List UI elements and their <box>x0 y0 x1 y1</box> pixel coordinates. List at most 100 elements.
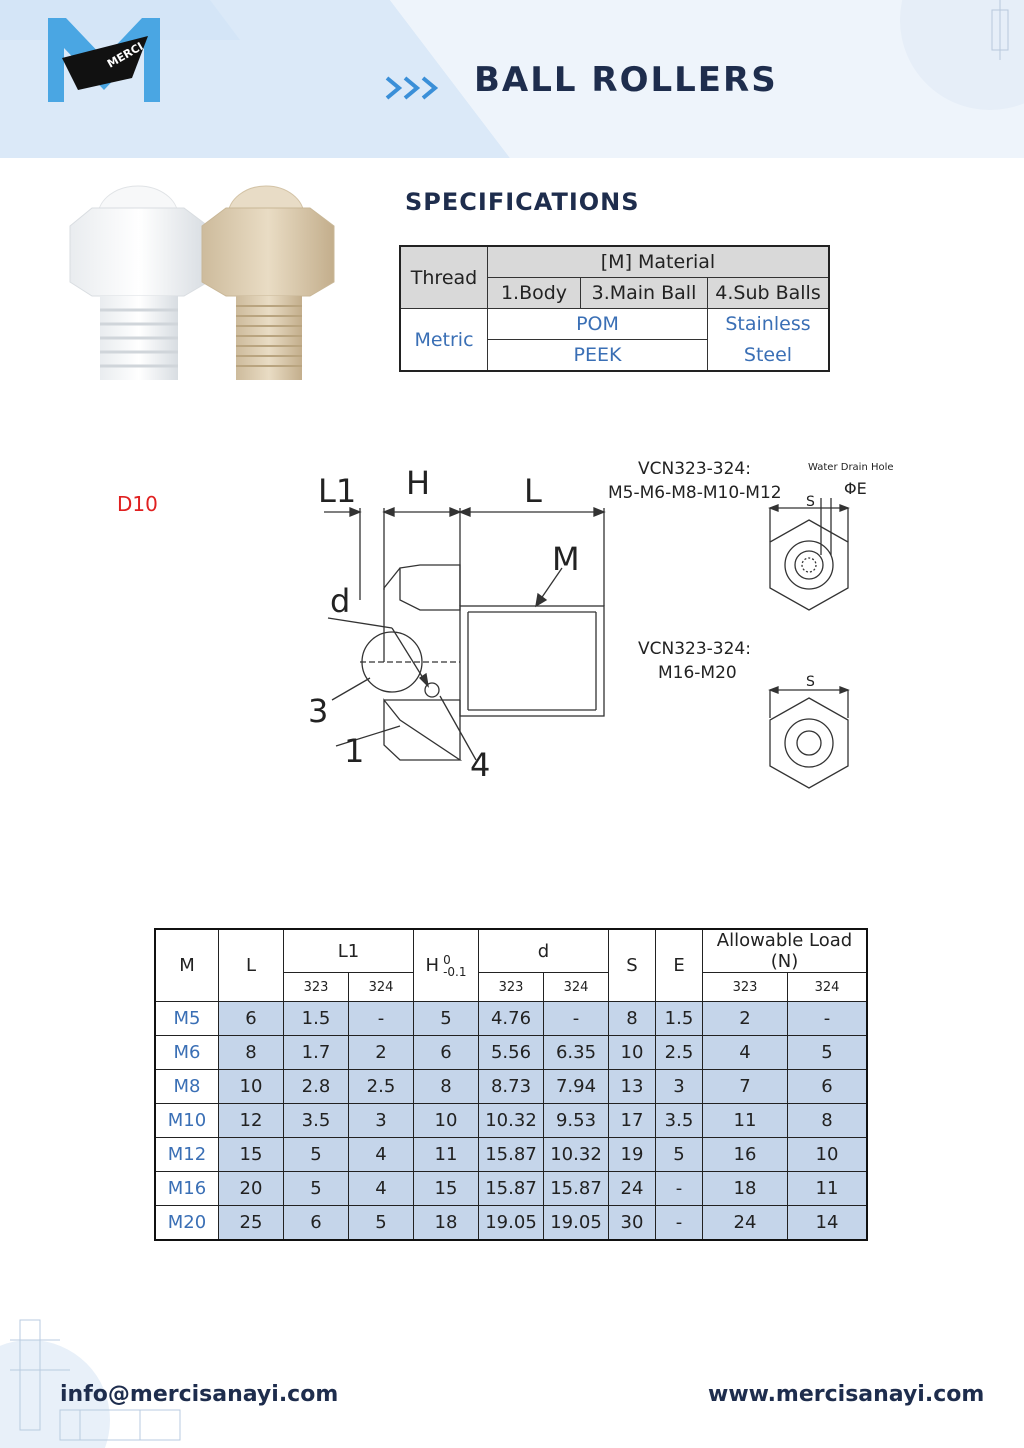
cell-l1-323: 1.7 <box>283 1035 349 1070</box>
thread-header: Thread <box>399 245 488 309</box>
cell-e: 1.5 <box>655 1001 703 1036</box>
label-d: d <box>330 582 350 620</box>
technical-drawing: L1 H L M d 3 1 4 VCN323-324: M5-M6-M8-M1… <box>308 459 894 789</box>
label-4: 4 <box>470 746 490 784</box>
thread-size-cell: M12 <box>154 1137 219 1172</box>
cell-l: 6 <box>218 1001 284 1036</box>
col-m-header: M <box>154 928 219 1002</box>
cell-l1-324: - <box>348 1001 414 1036</box>
cell-d-323: 15.87 <box>478 1171 544 1206</box>
cell-load-324: 10 <box>787 1137 868 1172</box>
cell-l: 12 <box>218 1103 284 1138</box>
cell-s: 19 <box>608 1137 656 1172</box>
cell-e: 3.5 <box>655 1103 703 1138</box>
cell-d-324: 15.87 <box>543 1171 609 1206</box>
cell-l1-323: 3.5 <box>283 1103 349 1138</box>
cell-l1-323: 2.8 <box>283 1069 349 1104</box>
material-peek: PEEK <box>487 339 708 372</box>
cell-l: 20 <box>218 1171 284 1206</box>
cell-l1-323: 1.5 <box>283 1001 349 1036</box>
cell-load-324: 14 <box>787 1205 868 1241</box>
sub-balls-steel: Steel <box>707 339 830 372</box>
cell-load-324: - <box>787 1001 868 1036</box>
thread-size-cell: M20 <box>154 1205 219 1241</box>
cell-load-324: 5 <box>787 1035 868 1070</box>
cell-load-323: 16 <box>702 1137 788 1172</box>
cell-load-323: 2 <box>702 1001 788 1036</box>
load-324-header: 324 <box>787 972 868 1002</box>
cell-load-323: 24 <box>702 1205 788 1241</box>
cell-e: - <box>655 1171 703 1206</box>
cell-l: 10 <box>218 1069 284 1104</box>
cell-l1-324: 3 <box>348 1103 414 1138</box>
corner-blueprint-decoration <box>900 0 1024 110</box>
d-324-header: 324 <box>543 972 609 1002</box>
cell-d-323: 8.73 <box>478 1069 544 1104</box>
cell-d-324: 6.35 <box>543 1035 609 1070</box>
water-drain-label: Water Drain Hole <box>808 462 894 473</box>
footer-email-link[interactable]: info@mercisanayi.com <box>60 1382 339 1407</box>
col-e-header: E <box>655 928 703 1002</box>
variant1-sizes: M5-M6-M8-M10-M12 <box>608 483 782 503</box>
footer-blueprint-decoration <box>0 1319 181 1448</box>
cell-s: 24 <box>608 1171 656 1206</box>
s-label-1: S <box>806 494 815 510</box>
cell-e: - <box>655 1205 703 1241</box>
merci-logo: MERCI <box>48 18 160 102</box>
load-323-header: 323 <box>702 972 788 1002</box>
label-h: H <box>406 464 430 502</box>
cell-load-323: 11 <box>702 1103 788 1138</box>
cell-s: 13 <box>608 1069 656 1104</box>
cell-d-323: 5.56 <box>478 1035 544 1070</box>
cell-l: 25 <box>218 1205 284 1241</box>
thread-size-cell: M16 <box>154 1171 219 1206</box>
col-l1-header: L1 <box>283 928 414 973</box>
chevrons-icon <box>385 72 445 104</box>
col-l-header: L <box>218 928 284 1002</box>
cell-l1-323: 5 <box>283 1171 349 1206</box>
cell-d-324: - <box>543 1001 609 1036</box>
thread-size-cell: M8 <box>154 1069 219 1104</box>
l1-324-header: 324 <box>348 972 414 1002</box>
label-3: 3 <box>308 692 328 730</box>
footer-website-link[interactable]: www.mercisanayi.com <box>708 1382 985 1407</box>
specifications-heading: SPECIFICATIONS <box>405 188 640 216</box>
label-l1: L1 <box>318 472 356 510</box>
cell-load-324: 11 <box>787 1171 868 1206</box>
cell-h: 11 <box>413 1137 479 1172</box>
sub-balls-stainless: Stainless <box>707 308 830 340</box>
cell-l1-324: 4 <box>348 1171 414 1206</box>
cell-l1-324: 4 <box>348 1137 414 1172</box>
variant2-sizes: M16-M20 <box>658 663 737 683</box>
thread-size-cell: M10 <box>154 1103 219 1138</box>
cell-d-323: 4.76 <box>478 1001 544 1036</box>
variant2-title: VCN323-324: <box>638 639 751 659</box>
label-m: M <box>552 540 580 578</box>
cell-load-324: 8 <box>787 1103 868 1138</box>
cell-l1-323: 5 <box>283 1137 349 1172</box>
s-label-2: S <box>806 674 815 690</box>
d-323-header: 323 <box>478 972 544 1002</box>
thread-size-cell: M5 <box>154 1001 219 1036</box>
cell-h: 8 <box>413 1069 479 1104</box>
cell-d-324: 7.94 <box>543 1069 609 1104</box>
product-photo <box>69 185 335 380</box>
cell-e: 2.5 <box>655 1035 703 1070</box>
col-s-header: S <box>608 928 656 1002</box>
material-header: [M] Material <box>487 245 830 278</box>
specifications-table: Thread [M] Material 1.Body 3.Main Ball 4… <box>399 245 830 372</box>
cell-h: 18 <box>413 1205 479 1241</box>
cell-e: 5 <box>655 1137 703 1172</box>
cell-d-323: 15.87 <box>478 1137 544 1172</box>
cell-load-323: 18 <box>702 1171 788 1206</box>
cell-l1-323: 6 <box>283 1205 349 1241</box>
body-header: 1.Body <box>487 277 581 309</box>
